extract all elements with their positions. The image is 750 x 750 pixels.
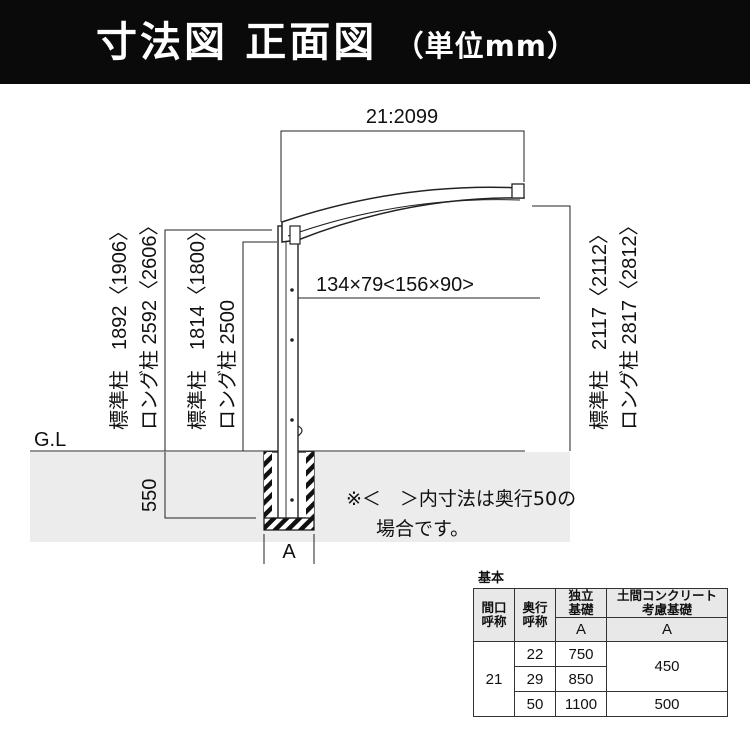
beam-size-label: 134×79<156×90>	[316, 274, 474, 296]
concrete-cell: 500	[606, 691, 728, 717]
col-span-header: 間口 呼称	[473, 588, 515, 642]
post	[277, 225, 303, 519]
foundation-width-line	[263, 534, 315, 564]
left-height-std: 標準柱 1892〈1906〉	[108, 221, 131, 430]
width-dimension: 21:2099	[280, 106, 525, 222]
page-title: 寸法図 正面図 （単位mm）	[96, 6, 577, 82]
col-depth-header: 奥行 呼称	[514, 588, 556, 642]
depth-cell: 50	[514, 691, 556, 717]
foundation-spec-table: 間口 呼称 奥行 呼称 独立 基礎 土間コンクリート 考慮基礎 A A 21 2…	[473, 588, 728, 717]
concrete-cell: 450	[606, 641, 728, 692]
right-height-line	[532, 205, 571, 451]
foundation	[263, 451, 315, 531]
roof-beam	[281, 183, 525, 245]
table-row: 29 850	[474, 666, 728, 692]
mid-height-long: ロング柱 2500	[216, 300, 239, 430]
right-height-std: 標準柱 2117〈2112〉	[588, 224, 611, 430]
left-height-long: ロング柱 2592〈2606〉	[138, 215, 161, 430]
depth-line	[164, 452, 256, 519]
col-concrete-header: 土間コンクリート 考慮基礎	[606, 588, 728, 618]
title-banner: 寸法図 正面図 （単位mm）	[0, 0, 750, 84]
note-line-2: 場合です。	[376, 518, 470, 540]
table-row: 21 22 750 450	[473, 641, 728, 717]
depth-cell: 29	[514, 666, 556, 692]
depth-cell: 22	[514, 641, 556, 667]
mid-height-std: 標準柱 1814〈1800〉	[186, 221, 209, 430]
width-label: 21:2099	[366, 106, 438, 128]
sub-independent: A	[555, 617, 607, 642]
independent-cell: 1100	[555, 691, 607, 717]
title-text: 寸法図 正面図	[96, 18, 378, 66]
right-height-long: ロング柱 2817〈2812〉	[618, 215, 641, 430]
table-title: 基本	[478, 571, 505, 586]
note-line-1: ※＜ ＞内寸法は奥行50の	[346, 488, 577, 510]
foundation-depth-label: 550	[139, 479, 161, 512]
sub-concrete: A	[606, 617, 728, 642]
col-independent-header: 独立 基礎	[555, 588, 607, 618]
left-height-line	[164, 229, 272, 451]
foundation-width-label: A	[282, 541, 296, 563]
independent-cell: 850	[555, 666, 607, 692]
table-row: 50 1100 500	[474, 691, 728, 717]
span-cell: 21	[473, 641, 515, 717]
ground-label: G.L	[34, 429, 66, 451]
unit-label: （単位mm）	[394, 29, 577, 63]
independent-cell: 750	[555, 641, 607, 667]
front-elevation-drawing: G.L 21:2099	[30, 106, 641, 564]
mid-height-line	[242, 241, 277, 451]
